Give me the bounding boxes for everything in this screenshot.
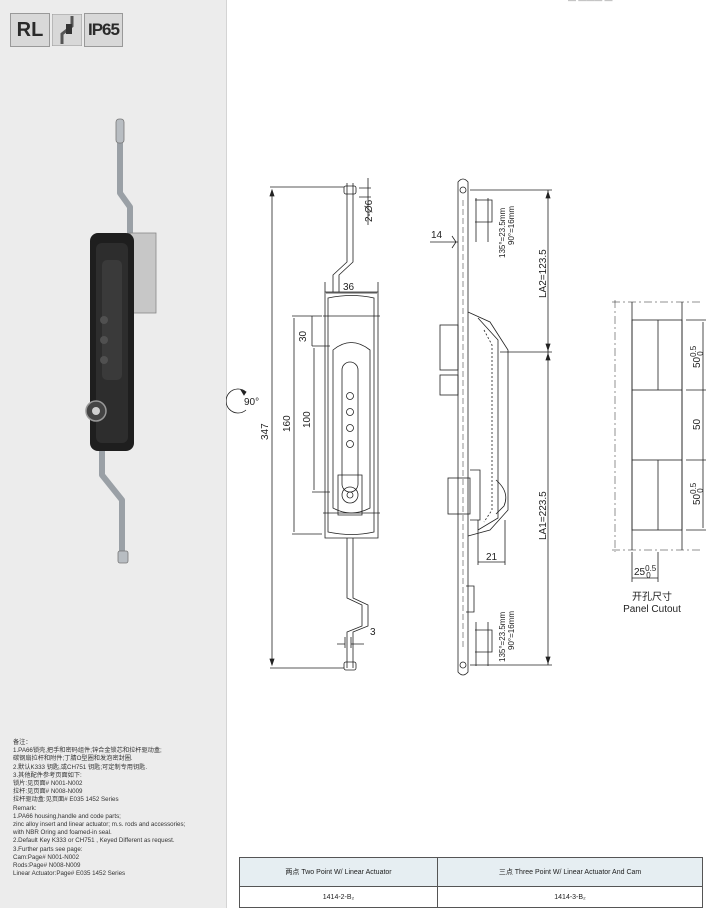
note-line: 3.其他配件参考页面如下: — [13, 771, 82, 779]
model-table: 两点 Two Point W/ Linear Actuator 三点 Three… — [238, 857, 703, 908]
product-badge: RL IP65 — [10, 13, 123, 47]
note-line: 锁片:见页面# N001-N002 — [13, 780, 83, 788]
note-line: 1.PA66 housing,handle and code parts; — [13, 812, 121, 820]
technical-drawing: 2-Ø6 36 30 90° 160 100 347 3 14 135°=23.… — [226, 178, 706, 676]
rl-badge: RL — [10, 13, 50, 47]
note-line: Cam:Page# N001-N002 — [13, 853, 80, 861]
dim-top-90: 90°=16mm — [507, 206, 516, 245]
dim-top-135: 135°=23.5mm — [498, 208, 507, 258]
note-line: 拉杆:见页面# N008-N009 — [13, 788, 83, 796]
model-two-point: 1414-2-B₂ — [238, 886, 439, 908]
note-line: 1.PA66锁壳,把手和密码组件;锌合金锁芯和拉杆驱动盒; — [13, 747, 162, 755]
panel-cutout-cn: 开孔尺寸 — [632, 592, 672, 603]
dim-rod-3: 3 — [370, 627, 376, 638]
note-line: 备注： — [13, 739, 32, 746]
note-line: 2.Default Key K333 or CH751 , Keyed Diff… — [13, 837, 175, 845]
dim-offset-14: 14 — [431, 230, 443, 241]
dim-width-36: 36 — [343, 282, 355, 293]
panel-cutout-en: Panel Cutout — [623, 604, 681, 615]
note-line: Remark: — [13, 804, 37, 812]
dim-height-30: 30 — [298, 330, 309, 342]
cutout-dim-50-bottom: 500.50 — [689, 482, 705, 505]
top-mark: — ——— — — [568, 0, 613, 5]
dim-bottom-90: 90°=16mm — [507, 611, 516, 650]
note-line: zinc alloy insert and linear actuator; m… — [13, 821, 186, 829]
note-line: 2.默认K333 钥匙,或CH751 钥匙;可定制专用钥匙. — [13, 763, 148, 771]
panel-cutout-label: 开孔尺寸 Panel Cutout — [612, 592, 692, 616]
ip65-badge: IP65 — [84, 13, 123, 47]
note-line: Linear Actuator:Page# E035 1452 Series — [13, 870, 126, 878]
cutout-dim-50-top: 500.50 — [689, 345, 705, 368]
dim-total-347: 347 — [260, 423, 271, 440]
table-row: 1414-2-B₂ 1414-3-B₂ — [238, 886, 703, 908]
product-sidebar: RL IP65 备注： 1.PA66锁壳,把手和密码组件;锌合金锁芯和拉杆驱动盒… — [0, 0, 227, 908]
dim-height-100: 100 — [302, 411, 313, 428]
note-line: 碳钢扇拉杆和附件;丁腈O型圈和发泡密封圈. — [13, 755, 133, 763]
note-line: Rods:Page# N008-N009 — [13, 862, 81, 870]
dim-hole-diameter: 2-Ø6 — [364, 199, 375, 222]
dim-depth-21: 21 — [486, 552, 498, 563]
remarks-notes: 备注： 1.PA66锁壳,把手和密码组件;锌合金锁芯和拉杆驱动盒; 碳钢扇拉杆和… — [13, 739, 218, 878]
dim-rotation: 90° — [244, 397, 259, 408]
table-header-row: 两点 Two Point W/ Linear Actuator 三点 Three… — [238, 857, 703, 887]
dim-la1: LA1=223.5 — [538, 491, 549, 540]
note-line: 3.Further parts see page: — [13, 845, 83, 853]
rod-lock-icon — [52, 14, 82, 46]
header-three-point: 三点 Three Point W/ Linear Actuator And Ca… — [437, 857, 703, 887]
product-photo — [85, 118, 157, 564]
header-two-point: 两点 Two Point W/ Linear Actuator — [238, 857, 439, 887]
cutout-dim-50-mid: 50 — [692, 418, 703, 430]
model-three-point: 1414-3-B₂ — [437, 886, 703, 908]
dim-bottom-135: 135°=23.5mm — [498, 612, 507, 662]
note-line: with NBR Oring and foamed-in seal. — [13, 829, 112, 837]
dim-la2: LA2=123.5 — [538, 249, 549, 298]
dim-height-160: 160 — [282, 415, 293, 432]
note-line: 拉杆驱动盒:见页面# E035 1452 Series — [13, 796, 119, 804]
